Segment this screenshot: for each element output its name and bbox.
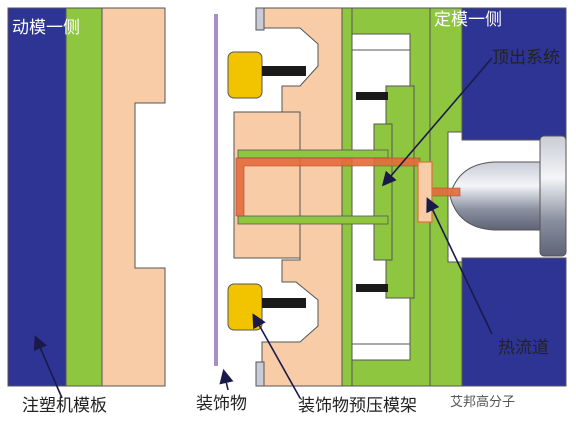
- cavity-side-slot-bottom: [255, 361, 265, 387]
- label-moving-side: 动模一侧: [12, 18, 80, 38]
- leader-decoration: [219, 368, 234, 391]
- preload-insert-top: [227, 51, 263, 99]
- preload-rod-bottom: [262, 298, 306, 308]
- ejector-pin-head-top: [356, 92, 388, 100]
- cavity-inner-block: [233, 111, 301, 259]
- watermark-text: 艾邦高分子: [450, 395, 516, 410]
- leader-ejector-system: [381, 57, 493, 187]
- injection-nozzle: [449, 161, 541, 231]
- moving-mold-core: [101, 7, 166, 387]
- label-decoration: 装饰物: [196, 394, 247, 414]
- moving-clamp-plate: [65, 7, 103, 387]
- fixed-mold-cavity: [261, 7, 343, 387]
- ejector-pin-upper: [237, 149, 389, 159]
- ejector-housing-inner-top: [351, 33, 411, 51]
- ejector-pin-lower: [237, 215, 389, 225]
- ejector-pin-head-bottom: [356, 284, 388, 292]
- label-ejector-system: 顶出系统: [492, 48, 560, 68]
- label-hot-runner: 热流道: [498, 338, 549, 358]
- fixed-platen: [461, 7, 567, 387]
- fixed-support-plate: [341, 7, 353, 387]
- label-fixed-side: 定模一侧: [434, 10, 502, 30]
- leader-hot-runner: [426, 197, 493, 335]
- label-platen: 注塑机模板: [22, 396, 107, 416]
- hot-runner-manifold: [417, 161, 433, 223]
- decoration-film: [214, 14, 218, 366]
- nozzle-body: [539, 135, 567, 257]
- preload-rod-top: [262, 66, 306, 76]
- ejector-plate: [373, 123, 393, 261]
- leader-preload-frame: [252, 313, 301, 399]
- label-preload-frame: 装饰物预压模架: [298, 396, 417, 416]
- preload-insert-bottom: [227, 283, 263, 331]
- ejector-housing-inner-bottom: [351, 343, 411, 361]
- moving-platen: [7, 7, 67, 387]
- cavity-side-slot-top: [255, 7, 265, 31]
- leader-platen: [33, 335, 63, 399]
